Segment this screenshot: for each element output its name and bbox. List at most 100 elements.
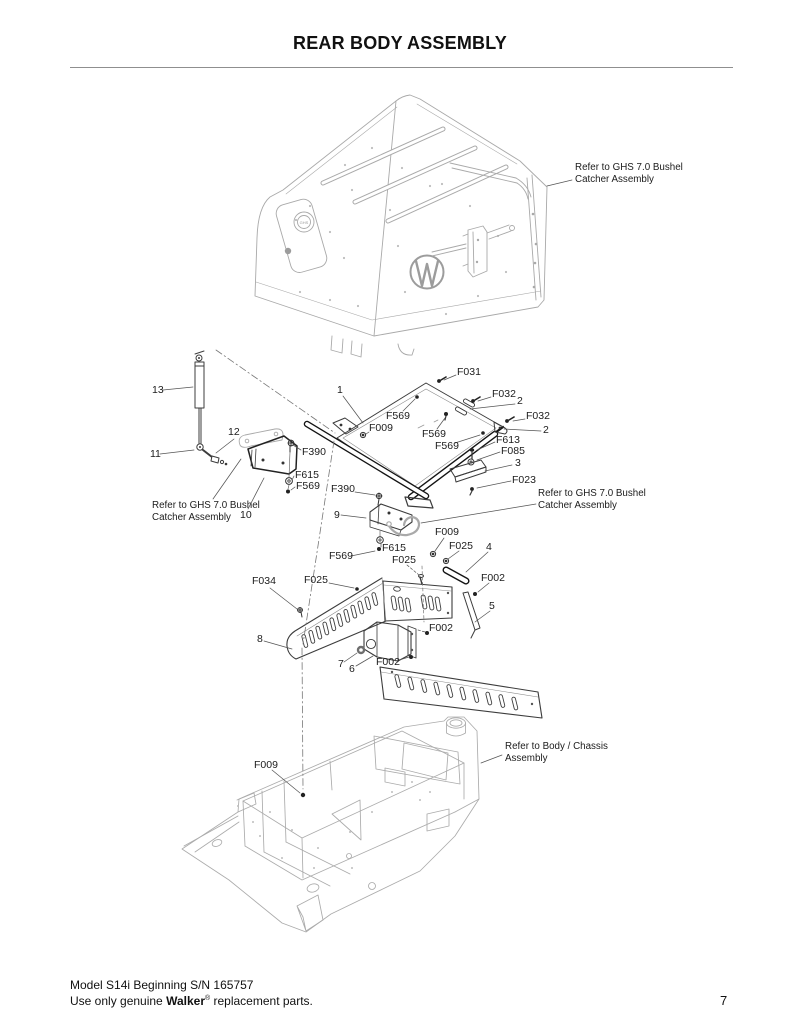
rear-panel-drawing [382,573,453,622]
mount-bracket-drawing [238,428,298,494]
part-callout-f615: F615 [382,542,406,554]
part-callout-12: 12 [228,426,240,438]
part-callout-6: 6 [349,663,355,675]
walker-logo-icon [409,254,445,290]
part-callout-f569: F569 [296,480,320,492]
svg-text:GHS: GHS [300,220,309,225]
part-callout-f023: F023 [512,474,536,486]
screw-f569-lid [444,412,448,421]
part-callout-f002: F002 [376,656,400,668]
footer-genuine-parts-line: Use only genuine Walker® replacement par… [70,994,313,1008]
catcher-door: GHS [275,198,328,273]
trim-strip-left [303,420,430,500]
washer-f615-left [285,477,293,485]
part-callout-2: 2 [517,395,523,407]
chassis-drawing [181,716,480,933]
part-callout-f025: F025 [392,554,416,566]
screw-f390-left [287,439,295,453]
part-callout-f009: F009 [369,422,393,434]
alignment-dash-lines [215,349,425,790]
grommet-icon [356,645,366,655]
nut-f025-mid [442,557,450,565]
part-callout-8: 8 [257,633,263,645]
clip-glyphs [455,398,475,416]
page-title: REAR BODY ASSEMBLY [293,33,507,53]
part-callout-2: 2 [543,424,549,436]
part-callout-f025: F025 [449,540,473,552]
deck-lid-drawing [303,376,515,509]
part-callout-11: 11 [150,448,161,460]
part-callout-f025: F025 [304,574,328,586]
part-callout-f032: F032 [492,388,516,400]
annotation-line: Refer to GHS 7.0 Bushel [152,500,260,511]
part-callout-13: 13 [152,384,164,396]
bolt-f032-a [471,396,481,403]
rivet-f009-chassis [300,792,306,798]
part-callout-3: 3 [515,457,521,469]
screw-f034 [297,607,303,618]
rivet-f002-upper [473,592,477,596]
screw-f390-right [375,492,383,506]
annotation-line: Refer to Body / Chassis [505,741,608,752]
rivet-f569-left [286,489,290,494]
annotation-line: Catcher Assembly [152,511,231,523]
annotation-line: Catcher Assembly [538,499,617,511]
gas-spring-drawing [194,350,228,466]
left-side-panel-drawing [286,577,387,660]
part-callout-f085: F085 [501,445,525,457]
part-callout-f009: F009 [254,759,278,771]
annotation-line: Refer to GHS 7.0 Bushel [538,488,646,499]
footer-text-pre: Use only genuine [70,994,167,1008]
latch-box-drawing [300,592,477,798]
bolt-f023 [470,487,474,491]
part-callout-4: 4 [486,541,492,553]
title-divider [70,67,733,68]
part-callout-f569: F569 [329,550,353,562]
catcher-mount-frame [431,162,542,301]
registered-mark: ® [204,995,211,1002]
nut-f009-lid [359,431,367,439]
part-callout-f032: F032 [526,410,550,422]
part-callout-f390: F390 [331,483,355,495]
door-handle-wire [387,515,421,537]
page-number: 7 [720,993,728,1008]
part-callout-f034: F034 [252,575,276,587]
footer-text-post: replacement parts. [210,994,313,1008]
rivet-f025-panel [355,587,359,591]
rivet-f569-right [377,547,381,551]
part-callout-f002: F002 [481,572,505,584]
rivet-f002-side [425,631,429,635]
bolt-f031 [437,376,447,383]
nut-f009-mid [429,550,437,558]
part-callout-f031: F031 [457,366,481,378]
washer-f615-right [376,536,384,544]
annotation-line: Assembly [505,752,548,764]
ghs-badge-icon [293,211,315,233]
part-callout-f569: F569 [435,440,459,452]
part-callout-f002: F002 [429,622,453,634]
fuel-filler-neck [446,717,466,737]
scraper-strip-drawing [442,566,470,585]
walker-brand: Walker [166,994,205,1008]
part-callout-f569: F569 [422,428,446,440]
part-callout-7: 7 [338,658,344,670]
trim-strip-right [407,430,499,501]
part-callout-10: 10 [240,509,252,521]
latch-bracket-drawing [369,492,450,565]
part-callout-9: 9 [334,509,340,521]
part-callout-1: 1 [337,384,343,396]
part-callout-5: 5 [489,600,495,612]
leader-lines [159,179,573,794]
part-callout-f613: F613 [496,434,520,446]
footer-model-line: Model S14i Beginning S/N 165757 [70,978,254,992]
part-callout-f390: F390 [302,446,326,458]
catcher-body-drawing: GHS [254,94,548,358]
part-callout-f009: F009 [435,526,459,538]
hinge-channel-drawing [449,448,487,496]
